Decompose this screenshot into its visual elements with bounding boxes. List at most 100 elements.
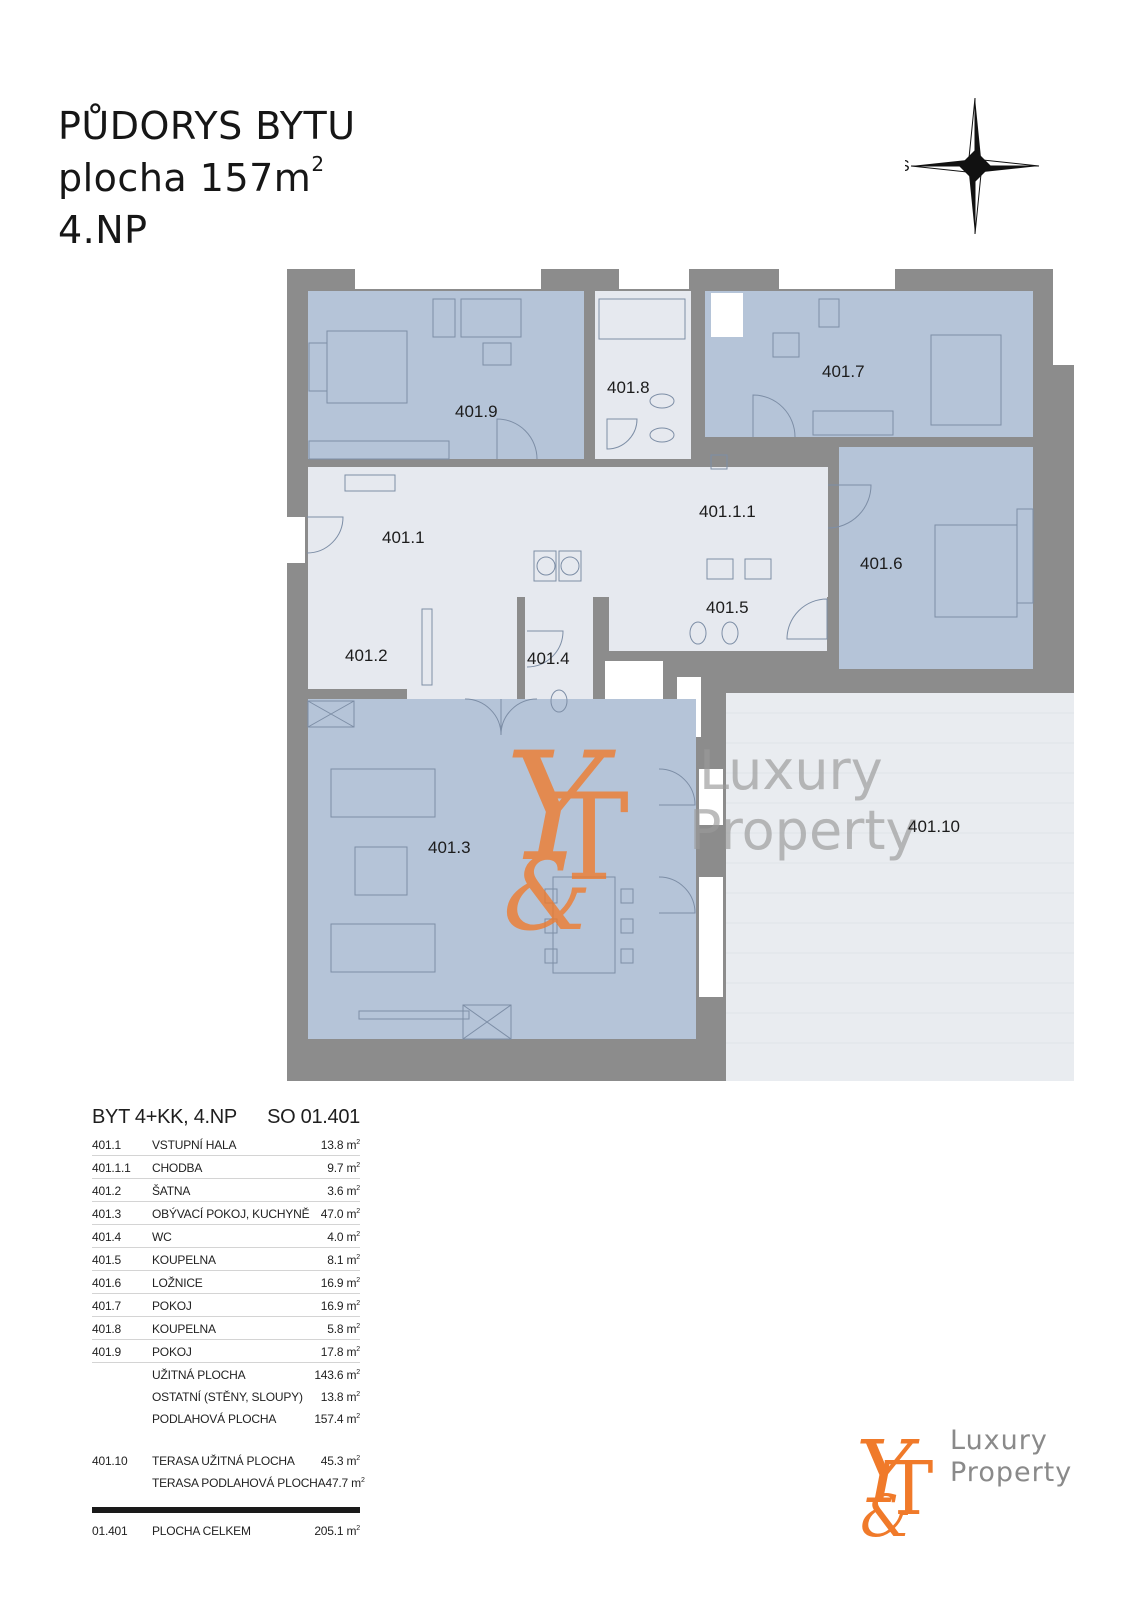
- schedule-row: OSTATNÍ (STĚNY, SLOUPY)13.8 m2: [92, 1385, 360, 1407]
- row-area: 8.1 m2: [327, 1253, 360, 1267]
- row-code: 401.2: [92, 1184, 122, 1198]
- watermark-line-1: Luxury: [699, 739, 883, 802]
- schedule-row: 401.7 POKOJ 16.9 m2: [92, 1294, 360, 1317]
- row-name: OBÝVACÍ POKOJ, KUCHYNĚ: [152, 1207, 310, 1221]
- compass-rose: [910, 97, 1040, 235]
- logo-line-2: Property: [950, 1457, 1073, 1488]
- svg-text:Y: Y: [858, 1423, 920, 1523]
- room-401-5-fill: [609, 547, 827, 651]
- room-label-401-9: 401.9: [455, 402, 498, 421]
- row-name: KOUPELNA: [152, 1253, 216, 1267]
- total-area: 205.1 m2: [314, 1524, 360, 1538]
- room-label-401-1-1: 401.1.1: [699, 502, 756, 521]
- room-label-401-1: 401.1: [382, 528, 425, 547]
- row-code: 401.5: [92, 1253, 122, 1267]
- row-area: 5.8 m2: [327, 1322, 360, 1336]
- row-area: 13.8 m2: [320, 1138, 360, 1152]
- title-line-1: PŮDORYS BYTU: [58, 104, 356, 148]
- compass-icon: S: [905, 97, 1040, 235]
- row-code: 401.10: [92, 1454, 128, 1468]
- logo-line-1: Luxury: [950, 1425, 1048, 1456]
- row-code: 401.4: [92, 1230, 122, 1244]
- schedule-unit-code: SO 01.401: [267, 1106, 360, 1128]
- room-401-6-fill: [839, 447, 1033, 669]
- schedule-row: 401.4 WC 4.0 m2: [92, 1225, 360, 1248]
- room-401-8-fill: [595, 291, 691, 459]
- compass-label-south: S: [905, 158, 910, 175]
- schedule-row: 401.1.1 CHODBA 9.7 m2: [92, 1156, 360, 1179]
- svg-text:&: &: [503, 836, 592, 953]
- room-label-401-6: 401.6: [860, 554, 903, 573]
- row-code: 401.3: [92, 1207, 122, 1221]
- schedule-row: 401.6 LOŽNICE 16.9 m2: [92, 1271, 360, 1294]
- row-area: 47.7 m2: [325, 1476, 365, 1490]
- row-name: WC: [152, 1230, 172, 1244]
- schedule-header: BYT 4+KK, 4.NP SO 01.401: [92, 1106, 360, 1133]
- svg-text:Y: Y: [505, 721, 616, 895]
- row-name: LOŽNICE: [152, 1276, 203, 1290]
- room-label-401-8: 401.8: [607, 378, 650, 397]
- page-title: PŮDORYS BYTU plocha 157m2 4.NP: [58, 100, 356, 256]
- room-401-7-fill: [705, 291, 1033, 437]
- row-area: 45.3 m2: [320, 1454, 360, 1468]
- row-code: 401.6: [92, 1276, 122, 1290]
- schedule-row: 401.5 KOUPELNA 8.1 m2: [92, 1248, 360, 1271]
- row-code: 401.8: [92, 1322, 122, 1336]
- title-area-superscript: 2: [311, 152, 325, 176]
- furniture: [307, 298, 1034, 1040]
- row-name: TERASA PODLAHOVÁ PLOCHA: [152, 1476, 326, 1490]
- title-line-3: 4.NP: [58, 208, 148, 252]
- schedule-total-row: 01.401 PLOCHA CELKEM 205.1 m2: [92, 1519, 360, 1541]
- hall-lower-fill: [407, 589, 517, 699]
- row-area: 143.6 m2: [314, 1368, 360, 1382]
- row-code: [92, 1490, 152, 1493]
- room-label-401-4: 401.4: [527, 649, 570, 668]
- row-area: 16.9 m2: [320, 1276, 360, 1290]
- floor-plan: Y T & Luxury Property 401.9 401.8 401.7 …: [287, 269, 1074, 1081]
- row-name: VSTUPNÍ HALA: [152, 1138, 237, 1152]
- row-code: 401.9: [92, 1345, 122, 1359]
- row-area: 17.8 m2: [320, 1345, 360, 1359]
- row-area: 3.6 m2: [327, 1184, 360, 1198]
- row-name: TERASA UŽITNÁ PLOCHA: [152, 1454, 295, 1468]
- row-name: POKOJ: [152, 1299, 192, 1313]
- plan-watermark: Y T & Luxury Property: [503, 721, 918, 953]
- row-name: CHODBA: [152, 1161, 203, 1175]
- row-area: 4.0 m2: [327, 1230, 360, 1244]
- row-code: [92, 1426, 152, 1429]
- schedule-unit-type: BYT 4+KK, 4.NP: [92, 1106, 237, 1128]
- row-name: PODLAHOVÁ PLOCHA: [152, 1412, 277, 1426]
- room-label-401-7: 401.7: [822, 362, 865, 381]
- room-label-401-2: 401.2: [345, 646, 388, 665]
- room-label-401-3: 401.3: [428, 838, 471, 857]
- row-area: 9.7 m2: [327, 1161, 360, 1175]
- svg-text:&: &: [860, 1482, 912, 1540]
- row-code: 401.7: [92, 1299, 122, 1313]
- total-divider: [92, 1507, 360, 1513]
- row-name: KOUPELNA: [152, 1322, 216, 1336]
- row-code: 401.1.1: [92, 1161, 131, 1175]
- logo-mark-icon: Y T &: [858, 1423, 933, 1540]
- title-line-2: plocha 157m2: [58, 152, 356, 204]
- room-401-9-fill: [308, 291, 584, 459]
- closet-white: [711, 293, 743, 337]
- room-label-401-5: 401.5: [706, 598, 749, 617]
- row-area: 13.8 m2: [320, 1390, 360, 1404]
- row-name: POKOJ: [152, 1345, 192, 1359]
- watermark-line-2: Property: [689, 799, 918, 862]
- spacer: [92, 1429, 360, 1449]
- schedule-row: 401.10 TERASA UŽITNÁ PLOCHA 45.3 m2: [92, 1449, 360, 1471]
- schedule-row: 401.8 KOUPELNA 5.8 m2: [92, 1317, 360, 1340]
- room-401-2-fill: [308, 597, 420, 689]
- title-area: plocha 157m: [58, 156, 312, 200]
- schedule-row: 401.9 POKOJ 17.8 m2: [92, 1340, 360, 1363]
- row-area: 16.9 m2: [320, 1299, 360, 1313]
